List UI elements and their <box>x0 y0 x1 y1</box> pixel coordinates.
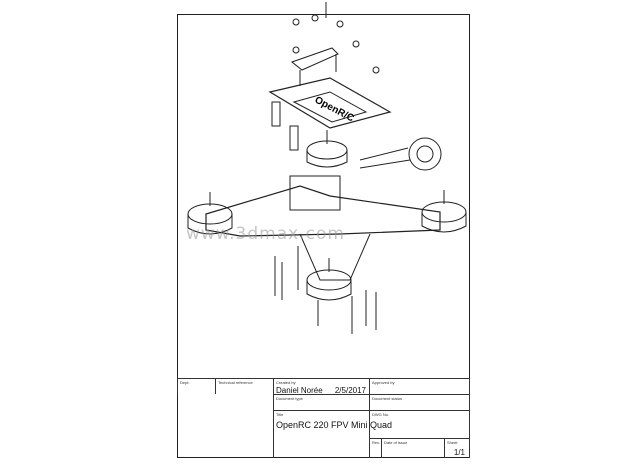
screw-head <box>372 66 380 74</box>
sheet-cell: Sheet 1/1 <box>444 438 470 458</box>
motor-left-top <box>187 203 233 225</box>
motor-left-body <box>187 214 233 235</box>
created-date-value: 2/5/2017 <box>334 386 366 395</box>
frame-center-body <box>289 175 341 211</box>
camera-mount <box>359 147 411 169</box>
dept-cell: Dept. <box>177 378 215 394</box>
title-value: OpenRC 220 FPV Mini Quad <box>276 420 393 430</box>
camera-lens-housing <box>408 137 442 171</box>
camera-lens <box>416 145 434 163</box>
rev-cell: Rev. <box>369 438 381 458</box>
dept-label: Dept. <box>180 380 190 385</box>
date-of-issue-label: Date of issue <box>384 440 408 445</box>
top-plate <box>268 77 392 129</box>
date-of-issue-cell: Date of issue <box>381 438 444 458</box>
approved-by-cell: Approved by <box>369 378 470 394</box>
standoff <box>289 125 299 151</box>
motor-right-top <box>421 201 467 223</box>
rev-label: Rev. <box>372 440 380 445</box>
screw-head <box>352 40 360 48</box>
doc-status-cell: Document status <box>369 394 470 410</box>
tech-ref-label: Technical reference <box>218 380 253 385</box>
top-plate-text: OpenR/C <box>313 95 356 125</box>
top-plate-label-panel <box>292 91 368 123</box>
doc-type-cell: Document type <box>273 394 369 410</box>
rear-arm <box>299 233 371 281</box>
frame-bottom-plate <box>205 185 441 237</box>
title-label: Title <box>276 412 284 417</box>
screw-head <box>292 46 300 54</box>
screw-head <box>336 20 344 28</box>
title-cell: Title OpenRC 220 FPV Mini Quad <box>273 410 392 458</box>
motor-right-body <box>421 212 467 233</box>
dwg-no-label: DWG No. <box>372 412 390 417</box>
doc-status-label: Document status <box>372 396 403 401</box>
created-by-value: Daniel Norée <box>276 386 323 395</box>
doc-type-label: Document type <box>276 396 303 401</box>
created-by-cell: Created by Daniel Norée 2/5/2017 <box>273 378 369 395</box>
sheet-label: Sheet <box>447 440 458 445</box>
screw-head <box>292 18 300 26</box>
motor-front-body <box>306 150 348 168</box>
approved-by-label: Approved by <box>372 380 395 385</box>
motor-rear-body <box>306 280 352 301</box>
tech-ref-cell: Technical reference <box>215 378 273 394</box>
camera-bracket <box>290 47 339 71</box>
sheet-value: 1/1 <box>453 448 465 457</box>
standoff <box>271 101 281 127</box>
title-block: Dept. Technical reference Created by Dan… <box>177 378 470 458</box>
dwg-no-cell: DWG No. <box>369 410 470 438</box>
screw-head <box>311 14 319 22</box>
drawing-sheet-border <box>177 14 470 458</box>
watermark-text: www.3dmax.com <box>186 224 345 244</box>
camera-bracket-legs <box>299 54 337 86</box>
created-by-label: Created by <box>276 380 296 385</box>
